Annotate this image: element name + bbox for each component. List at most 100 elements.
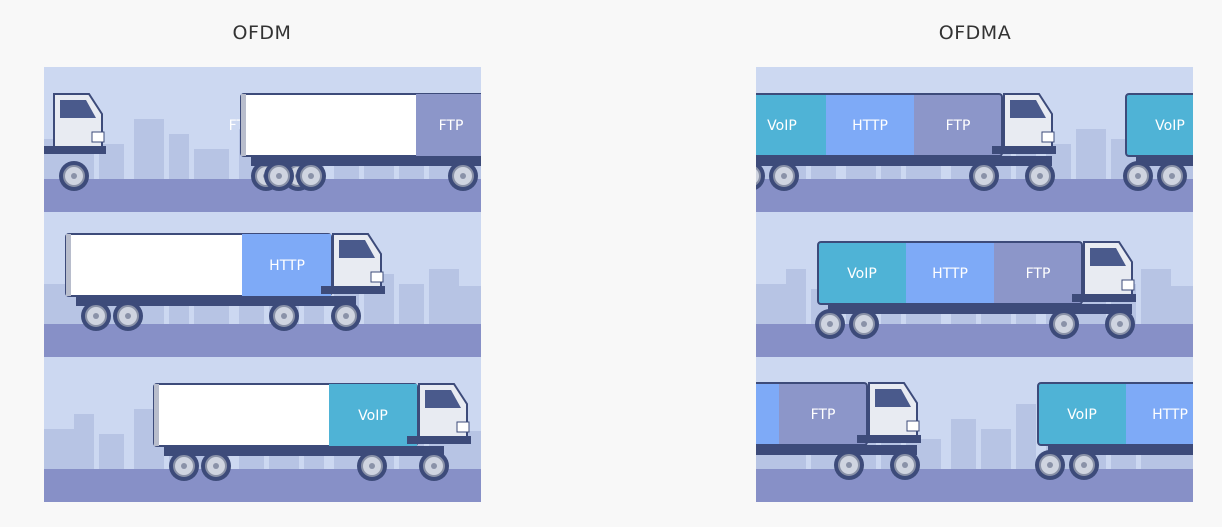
trailer-segment-http [906, 242, 994, 304]
trailer-outline [817, 241, 1083, 305]
trailer-segment-voip [756, 94, 826, 156]
building-silhouette [1171, 286, 1193, 324]
trailer-segment-voip [1126, 94, 1193, 156]
wheel-center [71, 173, 77, 179]
ofdm-panel: FTPFTPHTTPVoIP [44, 67, 481, 502]
wheel-hub [756, 166, 761, 186]
wheel-center [308, 173, 314, 179]
road [756, 469, 1193, 502]
trailer-segment-http [826, 94, 914, 156]
segment-label: VoIP [847, 266, 877, 282]
building-silhouette [134, 119, 164, 179]
trailer-segment-ftp [779, 383, 867, 445]
wheel-center [902, 462, 908, 468]
trailer-segment-http [242, 234, 331, 296]
building-silhouette [399, 284, 424, 324]
truck-ofdma-lane1-b: VoIP [1123, 93, 1193, 191]
segment-label: HTTP [852, 118, 888, 134]
trailer-segment-ftp [416, 94, 481, 156]
headlight [456, 421, 470, 433]
wheel-center [213, 463, 219, 469]
wheel-center [827, 321, 833, 327]
truck-chassis [828, 304, 1132, 314]
headlight [1041, 131, 1055, 143]
wheel-center [281, 313, 287, 319]
trailer-segment-voip [1038, 383, 1126, 445]
truck-chassis [1048, 445, 1193, 455]
segment-label: FTP [811, 407, 836, 423]
wheel-center [460, 173, 466, 179]
segment-label: VoIP [358, 408, 388, 424]
segment-label: FTP [439, 118, 464, 134]
cab-window [1090, 248, 1126, 266]
truck-chassis [1136, 156, 1193, 166]
wheel-center [861, 321, 867, 327]
segment-label: VoIP [1155, 118, 1185, 134]
truck-ofdma-lane3-b: VoIP HTTP [1035, 382, 1193, 480]
building-silhouette [429, 269, 459, 324]
trailer-segment-http [1126, 383, 1193, 445]
building-silhouette [1016, 404, 1036, 469]
trailer-door [66, 234, 71, 296]
trailer-outline [756, 382, 868, 446]
trailer-outline [1037, 382, 1193, 446]
headlight [370, 271, 384, 283]
cab-bumper [44, 146, 106, 154]
cab-bumper [992, 146, 1056, 154]
cab-window [60, 100, 96, 118]
segment-label: FTP [946, 118, 971, 134]
trailer-segment-ftp [994, 242, 1082, 304]
building-silhouette [459, 286, 481, 324]
building-silhouette [194, 149, 229, 179]
wheel-center [1037, 173, 1043, 179]
wheel-center [1047, 462, 1053, 468]
wheel-center [276, 173, 282, 179]
building-silhouette [951, 419, 976, 469]
road [44, 324, 481, 357]
headlight [1121, 279, 1135, 291]
trailer-outline [756, 93, 1003, 157]
segment-label: VoIP [767, 118, 797, 134]
building-silhouette [981, 429, 1011, 469]
segment-label: HTTP [269, 258, 305, 274]
building-silhouette [44, 429, 74, 469]
truck-ofdm-lane3: VoIP [153, 383, 471, 481]
cab-window [1010, 100, 1046, 118]
ofdm-title: OFDM [232, 22, 292, 44]
truck-chassis [76, 296, 356, 306]
truck-ofdma-lane3-a: FTP [756, 382, 921, 480]
building-silhouette [99, 434, 124, 469]
headlight [906, 420, 920, 432]
cab-bumper [407, 436, 471, 444]
cab-bumper [857, 435, 921, 443]
wheel-center [181, 463, 187, 469]
truck-chassis [756, 156, 1052, 166]
trailer-segment-ftp [914, 94, 1002, 156]
truck-chassis [251, 156, 481, 166]
segment-label: HTTP [1152, 407, 1188, 423]
building-silhouette [756, 284, 786, 324]
trailer-outline [1125, 93, 1193, 157]
segment-label: HTTP [932, 266, 968, 282]
wheel-center [1061, 321, 1067, 327]
ofdma-title: OFDMA [938, 22, 1012, 44]
wheel-center [1117, 321, 1123, 327]
wheel-center [125, 313, 131, 319]
truck-chassis [164, 446, 444, 456]
wheel-center [431, 463, 437, 469]
wheel-center [846, 462, 852, 468]
trailer-segment-voip [818, 242, 906, 304]
wheel-center [1135, 173, 1141, 179]
cab-window [425, 390, 461, 408]
building-silhouette [1076, 129, 1106, 179]
truck-ofdma-lane1-a: VoIP HTTP FTP [756, 93, 1056, 191]
building-silhouette [74, 414, 94, 469]
segment-label: VoIP [1067, 407, 1097, 423]
trailer-segment-http [756, 383, 779, 445]
headlight [91, 131, 105, 143]
building-silhouette [1141, 269, 1171, 324]
wheel-center [343, 313, 349, 319]
trailer-door [154, 384, 159, 446]
